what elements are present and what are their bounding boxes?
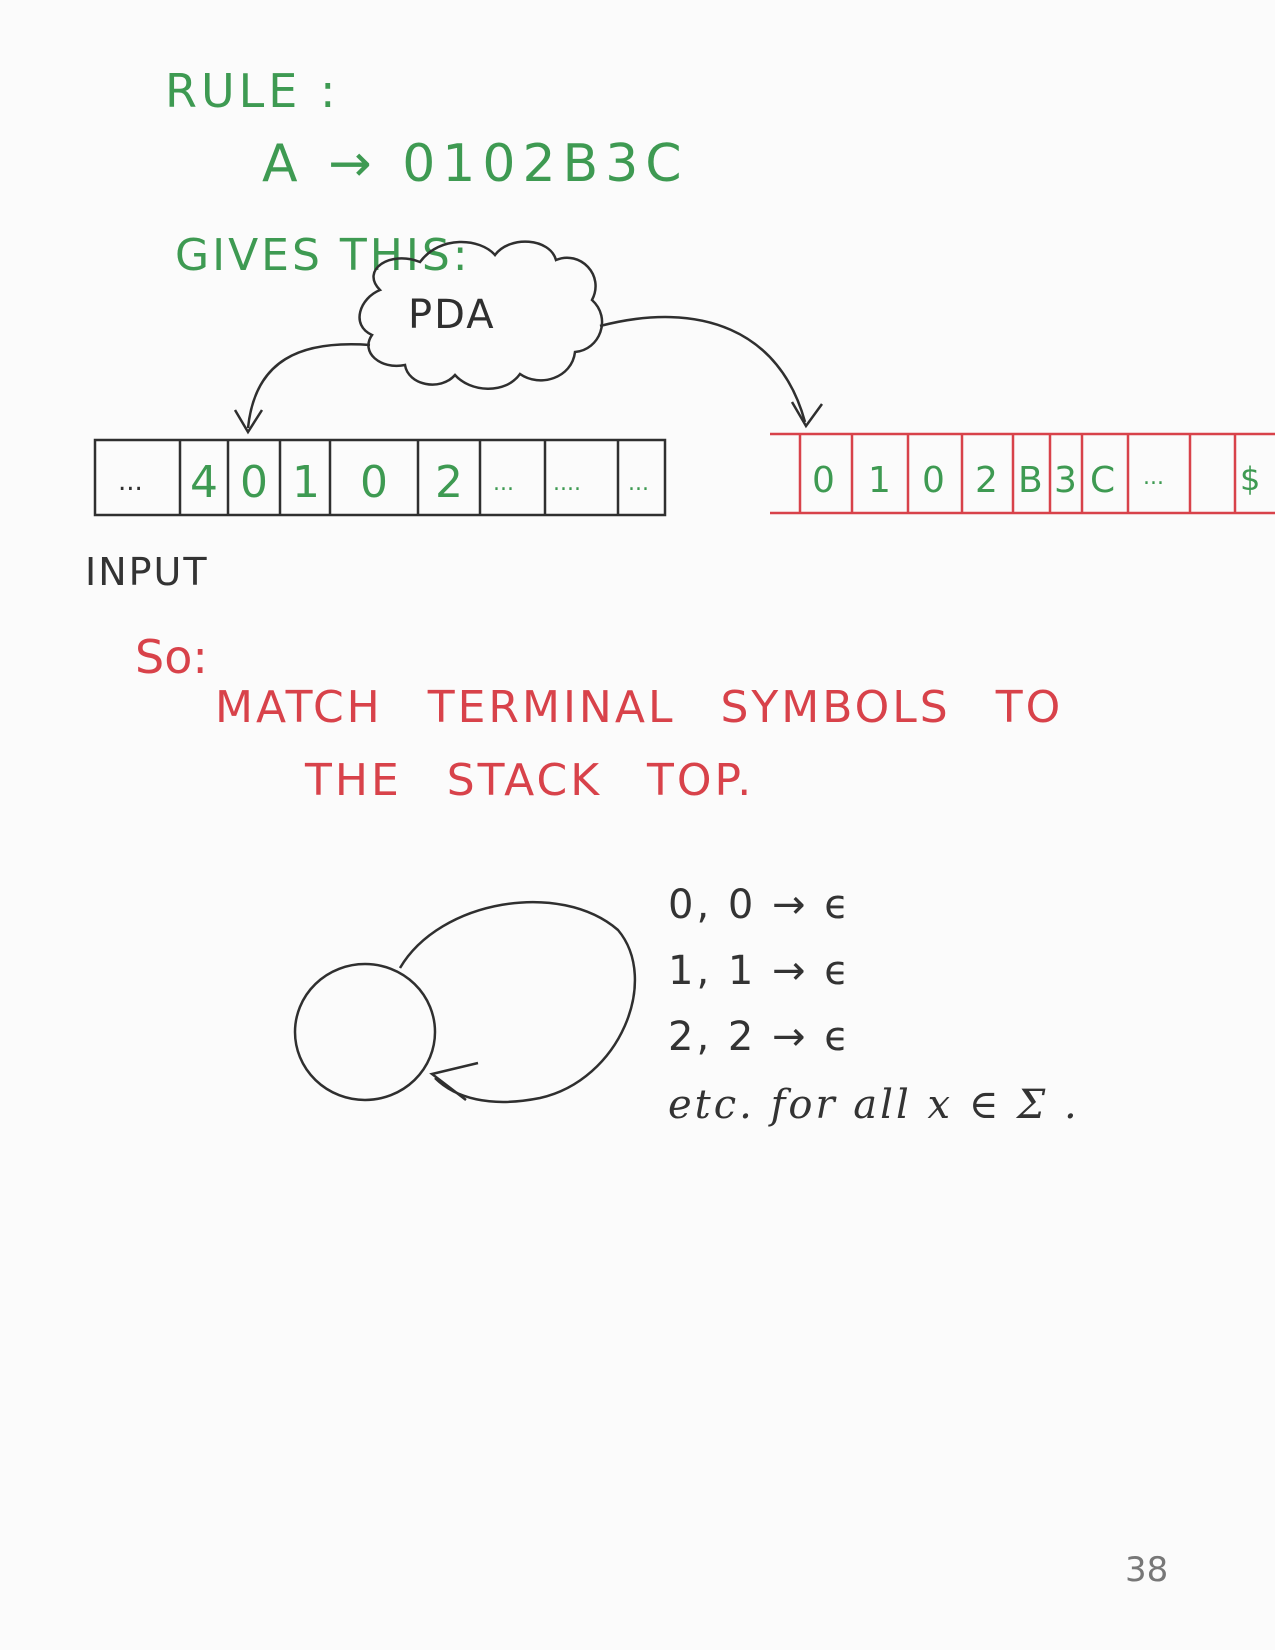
stack-cell: 2 <box>975 460 998 501</box>
cloud-to-input-arrow <box>246 343 371 429</box>
grammar-rule: A → 0102B3C <box>262 134 689 194</box>
input-label: INPUT <box>85 550 209 594</box>
so-heading: So: <box>135 630 208 684</box>
input-cell: 4 <box>190 457 218 508</box>
match-line-1: MATCH TERMINAL SYMBOLS TO <box>215 682 1064 733</box>
stack-cell: ... <box>1143 465 1164 490</box>
input-arrowhead <box>233 409 264 435</box>
stack-cell: 0 <box>812 460 835 501</box>
transition-label: 2, 2 → ϵ <box>668 1014 852 1060</box>
cloud-to-stack-arrow <box>599 315 807 423</box>
stack-arrowhead <box>790 401 824 429</box>
page-number: 38 <box>1125 1550 1169 1590</box>
stack-cell: 0 <box>922 460 945 501</box>
input-tape: ... 4 0 1 0 2 ... .... ... <box>93 438 667 517</box>
self-loop-arrowhead <box>429 1061 479 1101</box>
input-cell: 1 <box>292 457 320 508</box>
state-circle <box>293 962 437 1102</box>
transition-label: 1, 1 → ϵ <box>668 948 852 994</box>
stack-cell: $ <box>1240 460 1260 498</box>
input-cell: ... <box>118 467 143 497</box>
stack-cell: 1 <box>868 460 891 501</box>
stack-cell: B <box>1018 460 1043 501</box>
input-cell: 0 <box>240 457 268 508</box>
input-cell: .... <box>553 471 581 496</box>
state-self-loop <box>293 901 637 1104</box>
transition-note: etc. for all x ∈ Σ . <box>668 1082 1080 1128</box>
self-loop-arc <box>398 901 637 1104</box>
input-cell: ... <box>493 471 514 496</box>
input-cell: 0 <box>360 457 388 508</box>
transition-label: 0, 0 → ϵ <box>668 882 852 928</box>
gives-heading: GIVES THIS: <box>175 230 471 281</box>
stack-tape: 0 1 0 2 B 3 C ... $ <box>770 432 1275 515</box>
stack-cell: C <box>1090 460 1115 501</box>
input-cell: ... <box>628 471 649 496</box>
stack-cell: 3 <box>1054 460 1077 501</box>
input-cell: 2 <box>435 457 463 508</box>
pda-label: PDA <box>408 292 496 338</box>
pda-cloud-shape <box>358 240 604 390</box>
rule-heading: RULE : <box>165 64 340 118</box>
match-line-2: THE STACK TOP. <box>305 755 755 806</box>
